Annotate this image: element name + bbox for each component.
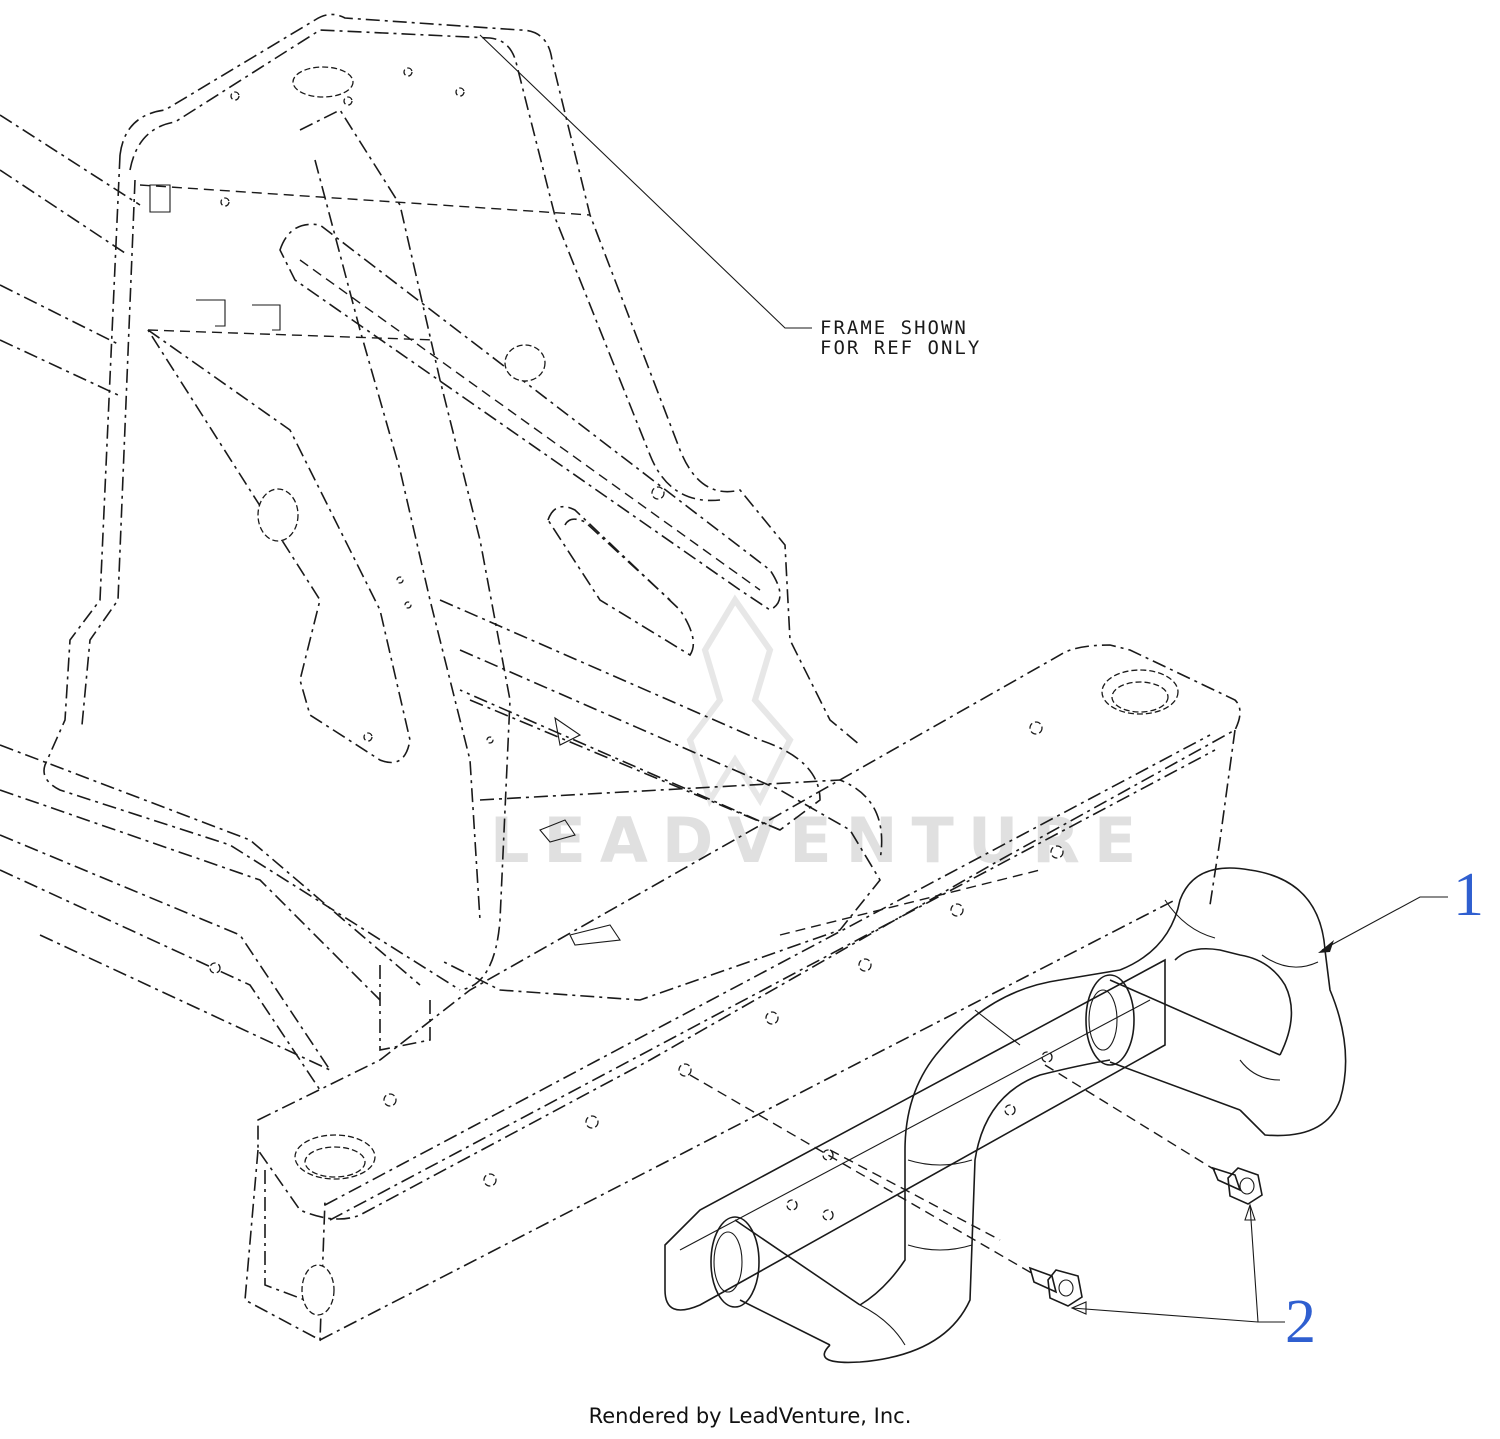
callout-2-label[interactable]: 2 — [1285, 1288, 1316, 1356]
watermark-logo — [686, 594, 794, 807]
hitch-bar[interactable] — [664, 867, 1347, 1364]
callout-2-leader — [1070, 1203, 1285, 1323]
footer-credit: Rendered by LeadVenture, Inc. — [588, 1404, 912, 1428]
bolt-upper[interactable] — [1211, 1166, 1263, 1205]
watermark-text: LEADVENTURE — [490, 804, 1150, 877]
frame-note-line1: FRAME SHOWN — [820, 317, 968, 339]
frame-note-line2: FOR REF ONLY — [820, 337, 981, 359]
callout-1-label[interactable]: 1 — [1453, 861, 1484, 929]
callout-1-leader — [1318, 896, 1448, 953]
rear-crossmember — [244, 644, 1241, 1342]
frame-reference — [0, 13, 883, 1091]
alignment-lines — [689, 1064, 1216, 1276]
frame-note-leader — [479, 34, 812, 329]
bolt-lower[interactable] — [1028, 1266, 1083, 1307]
